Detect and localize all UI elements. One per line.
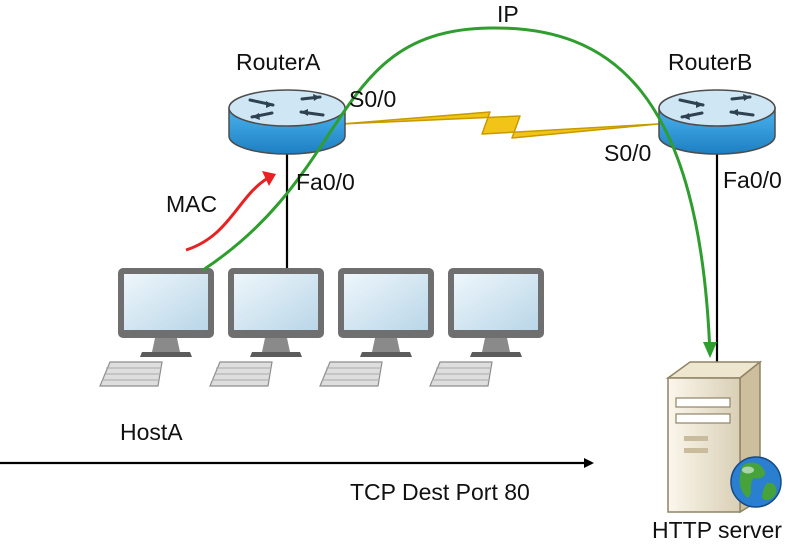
mac-label: MAC (166, 191, 217, 217)
globe-icon (730, 456, 782, 508)
routerb-label: RouterB (668, 49, 752, 75)
serial-wan-link (340, 111, 659, 139)
routera-serial-label: S0/0 (349, 86, 396, 112)
mac-path-arrow (185, 176, 269, 252)
ip-path-arrow (202, 26, 712, 356)
ip-label: IP (497, 1, 519, 27)
routerb-fa-label: Fa0/0 (723, 167, 782, 193)
hosta-label: HostA (120, 419, 183, 445)
ip-path-arrowhead (703, 342, 717, 358)
workstation-icon (319, 268, 434, 387)
routera-fa-label: Fa0/0 (296, 169, 355, 195)
mac-path-arrowhead (262, 171, 276, 186)
router-icon (228, 89, 346, 155)
workstation-icon (209, 268, 324, 387)
workstation-icon (99, 268, 214, 387)
workstation-icon (429, 268, 544, 387)
tcp-label: TCP Dest Port 80 (350, 479, 530, 505)
routera-label: RouterA (236, 49, 321, 75)
routerb-serial-label: S0/0 (604, 140, 651, 166)
router-icon (658, 89, 776, 155)
server-label: HTTP server (652, 517, 782, 543)
